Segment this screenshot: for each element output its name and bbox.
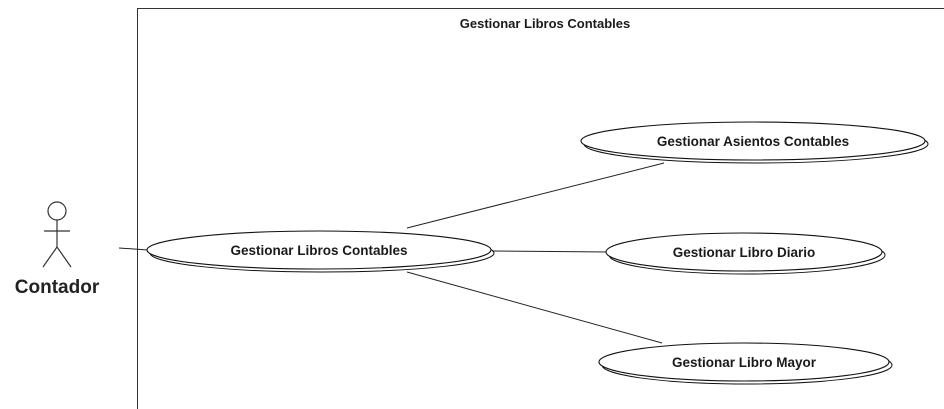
use-case-diario[interactable]: Gestionar Libro Diario	[605, 232, 886, 275]
system-boundary-title: Gestionar Libros Contables	[460, 16, 630, 31]
association-main-asientos	[406, 162, 665, 229]
association-main-diario	[491, 250, 611, 253]
system-boundary: Gestionar Libros Contables	[137, 8, 944, 409]
actor-label: Contador	[15, 277, 100, 298]
association-main-mayor	[406, 271, 663, 344]
use-case-main-label: Gestionar Libros Contables	[230, 243, 407, 258]
use-case-mayor-label: Gestionar Libro Mayor	[672, 355, 817, 370]
associations	[118, 162, 665, 344]
association-actor-main	[118, 247, 149, 251]
use-case-diario-label: Gestionar Libro Diario	[673, 245, 816, 260]
actor-contador: Contador	[15, 201, 100, 298]
use-case-mayor[interactable]: Gestionar Libro Mayor	[598, 342, 893, 385]
stick-figure-icon	[42, 201, 72, 268]
use-case-asientos-label: Gestionar Asientos Contables	[657, 134, 849, 149]
use-case-asientos[interactable]: Gestionar Asientos Contables	[580, 121, 929, 164]
use-case-main[interactable]: Gestionar Libros Contables	[146, 230, 495, 273]
